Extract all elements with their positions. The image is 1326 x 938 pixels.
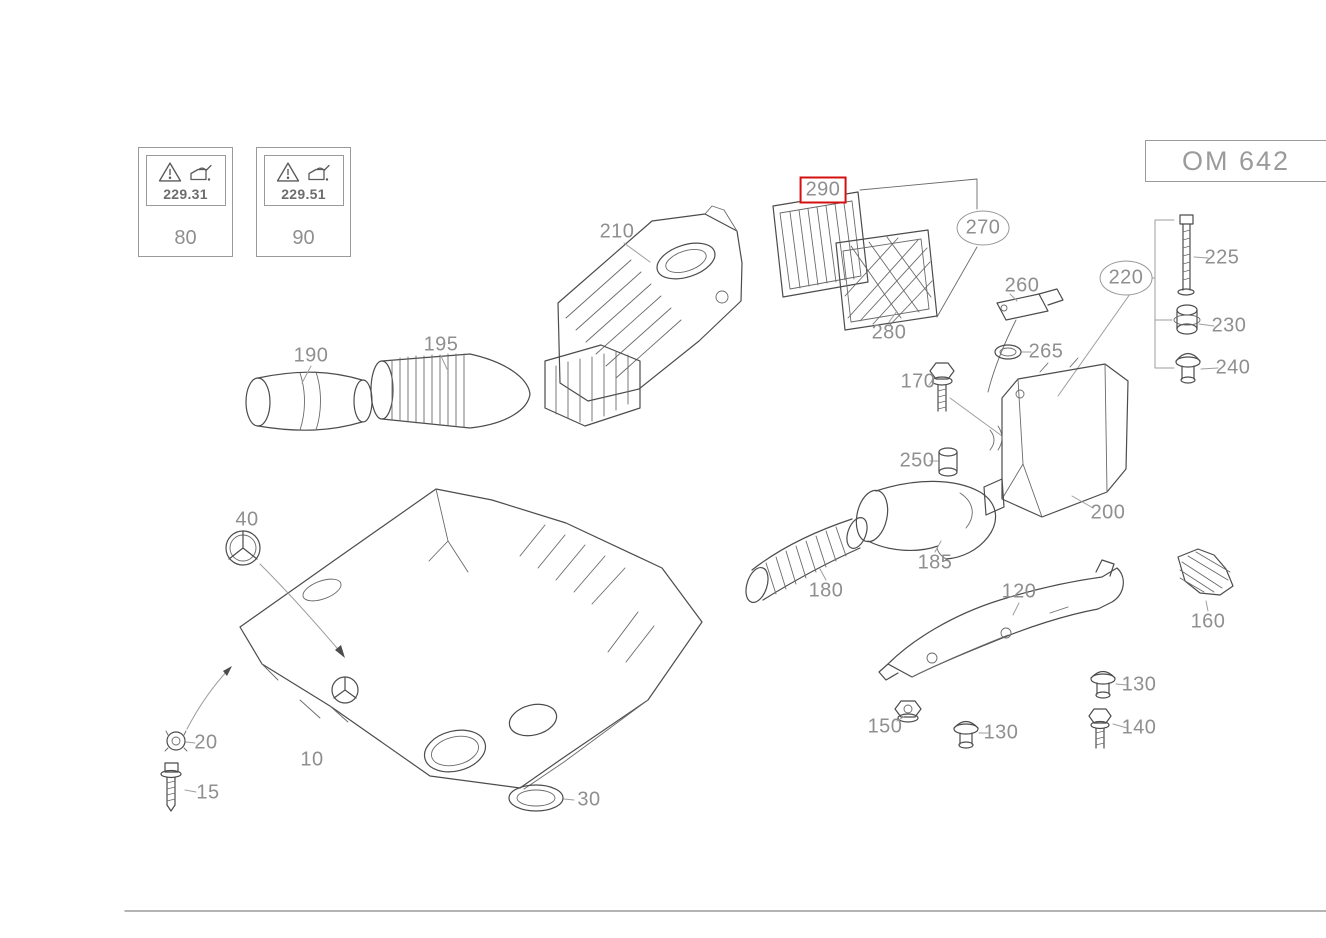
- seal-ring-265-drawing: [994, 344, 1022, 360]
- part-label-220: 220: [1099, 260, 1153, 296]
- part-label-30: 30: [577, 788, 601, 811]
- bolt-170-drawing: [929, 362, 1003, 437]
- grommet-240-drawing: [1175, 352, 1201, 384]
- part-label-195: 195: [423, 333, 459, 356]
- part-label-10: 10: [300, 748, 324, 771]
- oil-spec-code: 229.31: [163, 186, 208, 202]
- part-label-225: 225: [1204, 246, 1240, 269]
- maf-sensor-260-drawing: [987, 288, 1064, 393]
- engine-model-badge: OM 642: [1145, 140, 1326, 182]
- warning-triangle-icon: [158, 162, 182, 182]
- part-160-drawing: [1177, 548, 1234, 596]
- part-label-265: 265: [1028, 340, 1064, 363]
- part-label-130-left: 130: [983, 721, 1019, 744]
- corrugated-hose-180-drawing: [745, 517, 868, 603]
- leader-lines: [184, 242, 1219, 801]
- part-label-200: 200: [1090, 501, 1126, 524]
- part-label-210: 210: [599, 220, 635, 243]
- part-label-150: 150: [867, 715, 903, 738]
- part-label-260: 260: [1004, 274, 1040, 297]
- part-label-15: 15: [196, 781, 220, 804]
- grommet-130-right-drawing: [1090, 670, 1116, 699]
- air-box-200-drawing: [983, 357, 1129, 518]
- oil-can-icon: [308, 164, 330, 181]
- air-filter-280-drawing: [835, 229, 938, 331]
- heat-shield-120-drawing: [878, 559, 1124, 681]
- oil-spec-code: 229.51: [281, 186, 326, 202]
- part-label-120: 120: [1001, 580, 1037, 603]
- intake-duct-185-drawing: [855, 480, 997, 560]
- part-label-230: 230: [1211, 314, 1247, 337]
- warning-triangle-icon: [276, 162, 300, 182]
- oil-spec-sticker: 229.51: [263, 155, 344, 206]
- part-label-40: 40: [235, 508, 259, 531]
- part-label-140: 140: [1121, 716, 1157, 739]
- part-label-170: 170: [900, 370, 936, 393]
- grommet-130-left-drawing: [953, 720, 979, 749]
- part-label-130-right: 130: [1121, 673, 1157, 696]
- part-label-250: 250: [899, 449, 935, 472]
- part-label-270: 270: [956, 210, 1010, 246]
- oil-spec-label-90: 229.51 90: [256, 147, 351, 257]
- intake-pipe-190-drawing: [245, 371, 373, 431]
- part-label-280: 280: [871, 321, 907, 344]
- oil-can-icon: [190, 164, 212, 181]
- bolt-140-drawing: [1088, 708, 1112, 749]
- part-label-190: 190: [293, 344, 329, 367]
- filter-group-bracket-270: [859, 178, 978, 318]
- cap-30-drawing: [508, 784, 564, 812]
- star-emblem-40-drawing: [225, 530, 345, 658]
- bolt-225-drawing: [1177, 214, 1195, 296]
- engine-model-text: OM 642: [1181, 145, 1291, 176]
- part-label-185: 185: [917, 551, 953, 574]
- part-label-290-highlighted: 290: [799, 176, 847, 204]
- oil-spec-label-80: 229.31 80: [138, 147, 233, 257]
- spacer-250-drawing: [938, 447, 958, 477]
- grommet-230-drawing: [1173, 304, 1201, 335]
- part-label-80: 80: [174, 227, 197, 249]
- oil-spec-sticker: 229.31: [145, 155, 226, 206]
- part-label-180: 180: [808, 579, 844, 602]
- part-label-240: 240: [1215, 356, 1251, 379]
- nut-150-drawing: [894, 700, 922, 723]
- air-filter-290-drawing: [772, 191, 869, 298]
- part-label-90: 90: [292, 227, 315, 249]
- corrugated-hose-195-drawing: [370, 353, 531, 429]
- part-label-20: 20: [194, 731, 218, 754]
- part-label-160: 160: [1190, 610, 1226, 633]
- clip-nut-20-drawing: [164, 666, 232, 752]
- bolt-15-drawing: [160, 762, 182, 812]
- engine-cover-drawing: [239, 488, 703, 790]
- air-cleaner-housing-drawing: [544, 205, 743, 427]
